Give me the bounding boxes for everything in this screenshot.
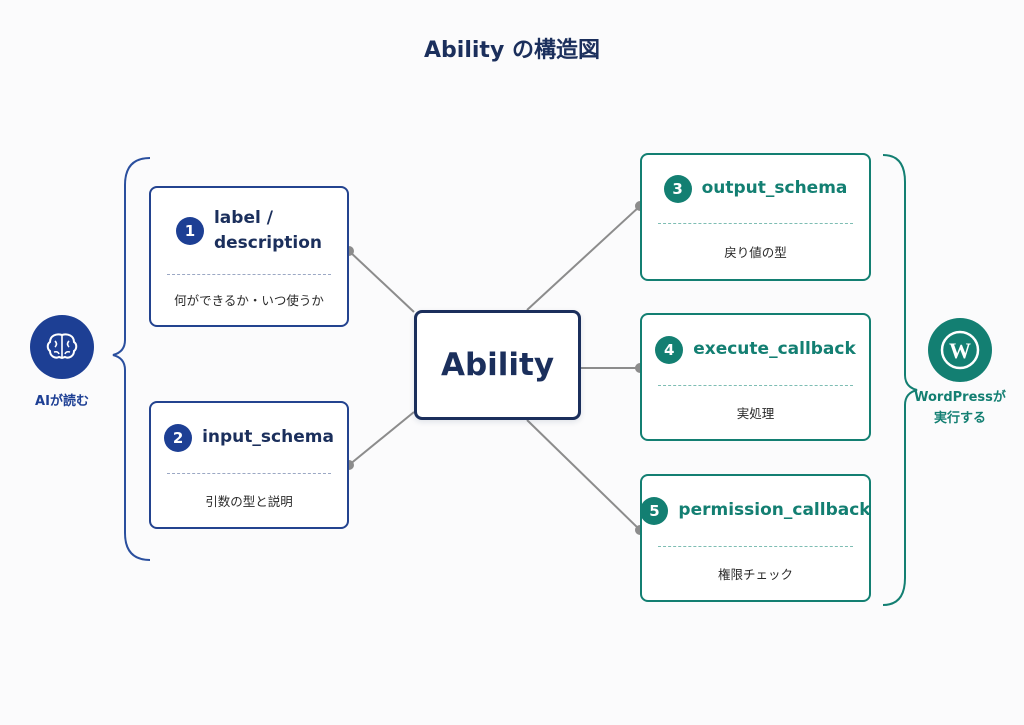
card-name: output_schema <box>701 178 848 199</box>
card-output-schema: 3 output_schema 戻り値の型 <box>640 153 871 281</box>
card-divider <box>167 473 331 474</box>
number-badge: 3 <box>663 175 692 203</box>
card-divider <box>658 546 853 547</box>
card-name-line1: label / <box>213 207 273 228</box>
left-group-label: AIが読む <box>35 394 89 409</box>
card-name: input_schema <box>202 427 334 448</box>
right-group-label: WordPressが 実行する <box>900 388 1020 430</box>
card-input-schema: 2 input_schema 引数の型と説明 <box>149 401 349 529</box>
number-badge: 5 <box>640 497 669 525</box>
left-brace <box>112 157 151 561</box>
number-badge: 2 <box>164 424 193 452</box>
card-header: 1 label / description <box>151 188 347 274</box>
card-execute-callback: 4 execute_callback 実処理 <box>640 313 871 441</box>
card-permission-callback: 5 permission_callback 権限チェック <box>640 474 871 602</box>
number-badge: 1 <box>175 217 204 245</box>
connector-1 <box>348 250 415 313</box>
connector-5 <box>526 419 641 531</box>
card-divider <box>658 385 853 386</box>
connector-3 <box>526 205 641 311</box>
card-header: 2 input_schema <box>151 403 347 473</box>
right-group-label-line2: 実行する <box>933 410 986 426</box>
brain-icon <box>30 315 94 379</box>
card-name: label / description <box>214 206 322 257</box>
card-name: permission_callback <box>678 500 871 521</box>
card-header: 5 permission_callback <box>640 476 871 546</box>
card-name-line2: description <box>213 233 322 253</box>
wordpress-icon: W <box>928 318 992 382</box>
card-description: 引数の型と説明 <box>205 493 293 509</box>
card-header: 3 output_schema <box>642 155 869 223</box>
card-description: 戻り値の型 <box>724 244 787 260</box>
diagram-title: Ability の構造図 <box>424 38 600 63</box>
card-description: 何ができるか・いつ使うか <box>174 293 324 308</box>
right-group-label-line1: WordPressが <box>914 390 1006 405</box>
card-label-description: 1 label / description 何ができるか・いつ使うか <box>149 186 349 327</box>
connector-2 <box>348 411 415 466</box>
card-name: execute_callback <box>693 339 856 360</box>
card-description: 実処理 <box>736 405 775 421</box>
ability-node: Ability <box>414 310 581 420</box>
card-divider <box>658 223 853 224</box>
card-description: 権限チェック <box>717 566 793 582</box>
card-divider <box>167 274 331 275</box>
svg-text:W: W <box>949 338 971 363</box>
card-header: 4 execute_callback <box>642 315 869 385</box>
right-brace <box>882 154 918 606</box>
number-badge: 4 <box>655 336 684 364</box>
